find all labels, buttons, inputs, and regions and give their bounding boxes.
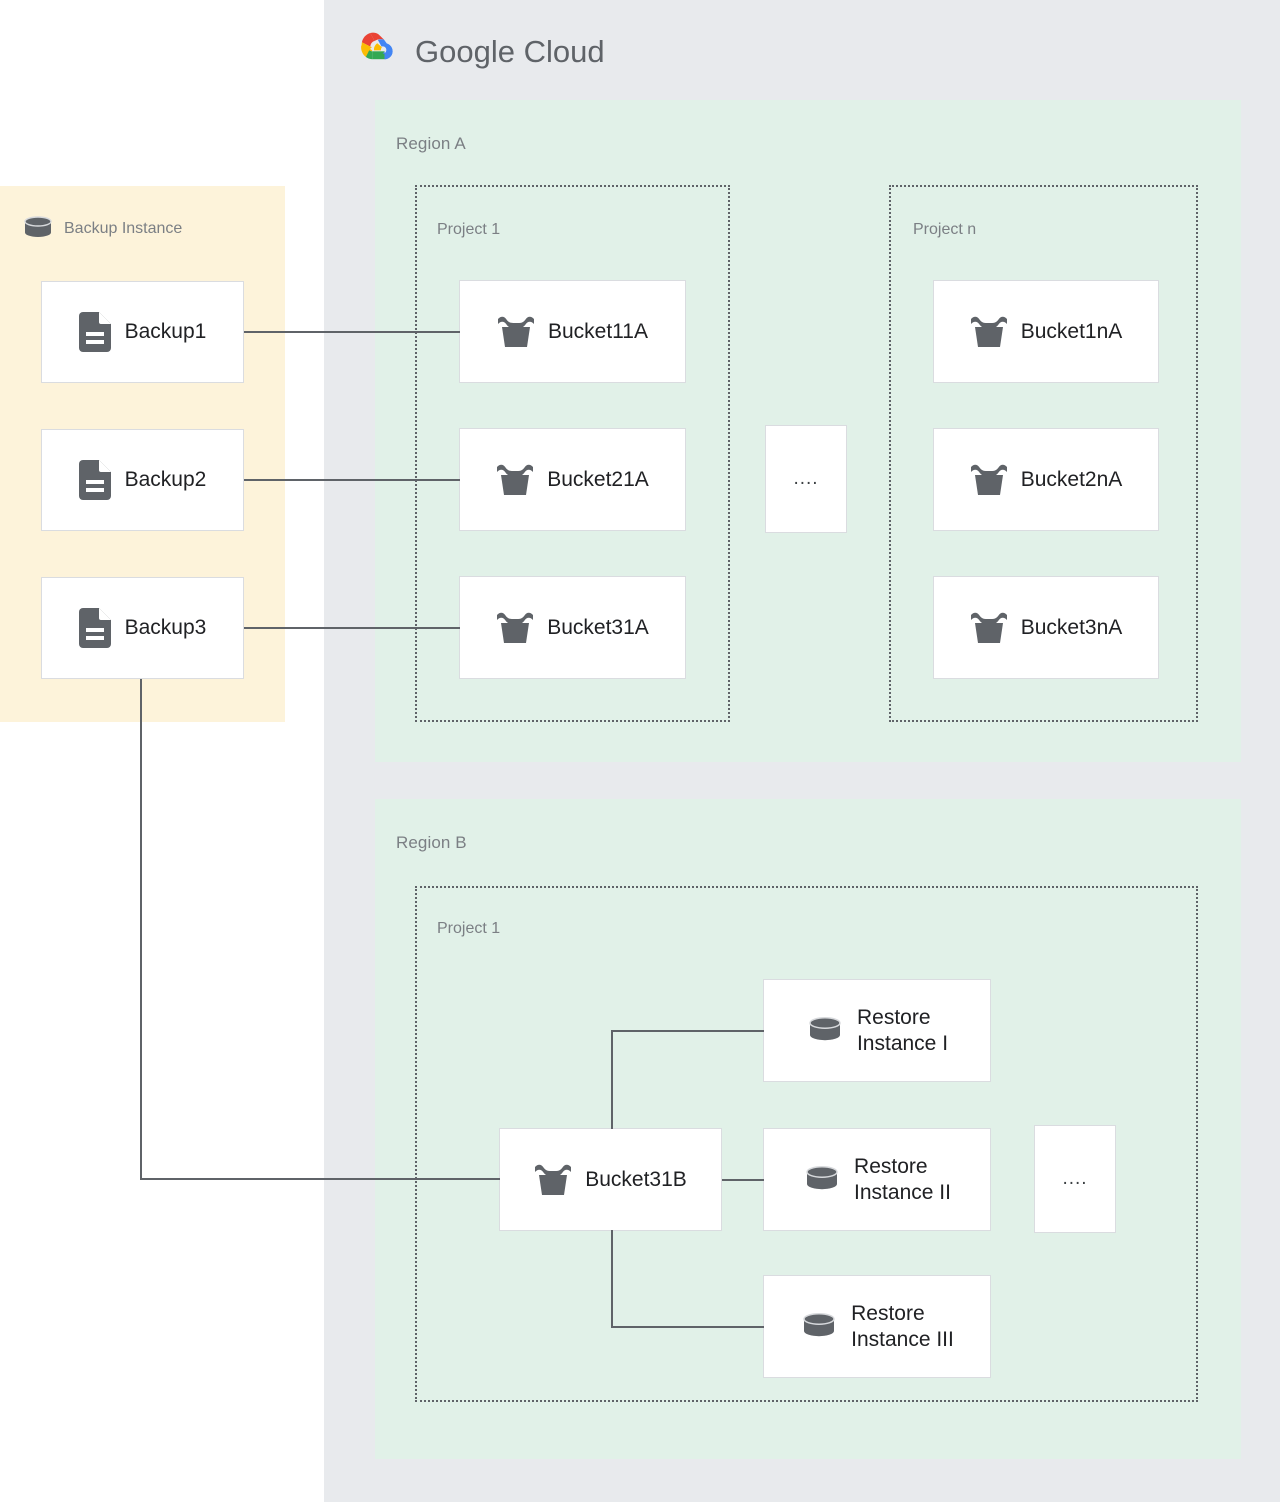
bucket3na-card[interactable]: Bucket3nA [933,576,1159,679]
restore-instance-1-card[interactable]: Restore Instance I [763,979,991,1082]
region-b-project-1-label: Project 1 [437,920,501,937]
storage-bucket-icon [970,463,1008,497]
bucket2na-card[interactable]: Bucket2nA [933,428,1159,531]
database-cylinder-icon [806,1015,844,1046]
region-a-project-1-label: Project 1 [437,221,501,238]
document-icon [78,608,112,648]
region-a-label: Region A [396,134,466,153]
bucket31a-label: Bucket31A [547,615,649,639]
bucket11a-label: Bucket11A [547,319,648,343]
storage-bucket-icon [534,1163,572,1197]
backup3-label: Backup3 [124,616,207,640]
connector-backup2-bucket21a [244,479,460,481]
connector-backup3-bucket31a [244,627,460,629]
connector-bucket31b-restore1-horizontal [611,1030,764,1032]
google-cloud-wordmark: Google Cloud [415,33,605,69]
connector-backup1-bucket11a [244,331,460,333]
connector-bucket31b-restore1-vertical [611,1030,613,1129]
region-a-ellipsis-label: .... [793,468,819,490]
restore-instance-2-card[interactable]: Restore Instance II [763,1128,991,1231]
region-a-project-n-box [889,185,1198,722]
region-a-ellipsis-card: .... [765,425,847,533]
google-cloud-logo-icon [355,30,401,73]
bucket2na-label: Bucket2nA [1020,467,1123,491]
restore-instance-3-label: Restore Instance III [851,1301,954,1351]
region-a-project-n-label: Project n [913,221,977,238]
bucket21a-card[interactable]: Bucket21A [459,428,686,531]
storage-bucket-icon [496,611,534,645]
backup2-card[interactable]: Backup2 [41,429,244,531]
connector-bucket31b-restore2 [722,1179,764,1181]
connector-backup3-bucket31b-vertical [140,679,142,1180]
backup1-card[interactable]: Backup1 [41,281,244,383]
region-a-project-1-box [415,185,730,722]
backup1-label: Backup1 [124,320,207,344]
restore-instance-2-label: Restore Instance II [854,1154,951,1204]
region-b-ellipsis-card: .... [1034,1125,1116,1233]
bucket1na-card[interactable]: Bucket1nA [933,280,1159,383]
backup-instance-label: Backup Instance [24,216,183,238]
connector-bucket31b-restore3-vertical [611,1230,613,1327]
bucket3na-label: Bucket3nA [1020,615,1123,639]
restore-instance-3-card[interactable]: Restore Instance III [763,1275,991,1378]
backup2-label: Backup2 [124,468,207,492]
bucket1na-label: Bucket1nA [1020,319,1123,343]
region-b-project-1-box [415,886,1198,1402]
storage-bucket-icon [496,463,534,497]
restore-instance-1-label: Restore Instance I [856,1005,949,1055]
document-icon [78,460,112,500]
bucket31b-card[interactable]: Bucket31B [499,1128,722,1231]
bucket31b-label: Bucket31B [585,1167,687,1191]
storage-bucket-icon [970,315,1008,349]
bucket31a-card[interactable]: Bucket31A [459,576,686,679]
storage-bucket-icon [497,315,535,349]
bucket11a-card[interactable]: Bucket11A [459,280,686,383]
backup3-card[interactable]: Backup3 [41,577,244,679]
connector-backup3-bucket31b-horizontal [140,1178,500,1180]
region-b-ellipsis-label: .... [1062,1168,1088,1190]
document-icon [78,312,112,352]
backup-instance-label-text: Backup Instance [64,220,183,237]
google-cloud-brand: Google Cloud [355,30,605,73]
region-b-label: Region B [396,833,467,852]
bucket21a-label: Bucket21A [547,467,649,491]
database-cylinder-icon [800,1311,838,1342]
storage-bucket-icon [970,611,1008,645]
database-cylinder-icon [803,1164,841,1195]
connector-bucket31b-restore3-horizontal [611,1326,764,1328]
database-cylinder-icon [22,215,54,246]
